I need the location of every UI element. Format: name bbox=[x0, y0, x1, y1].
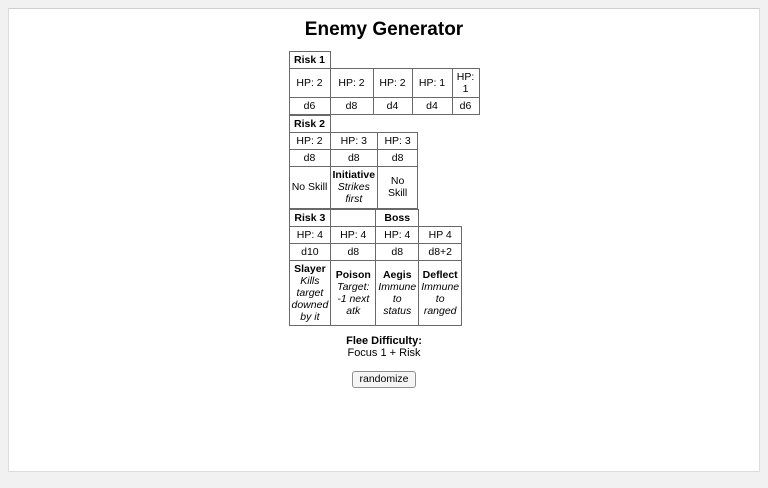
empty-cell bbox=[419, 209, 462, 226]
skill-name: Aegis bbox=[382, 268, 412, 281]
risk1-header-cell: Risk 1 bbox=[288, 50, 331, 69]
skill-cell: Deflect Immune to ranged bbox=[418, 259, 463, 327]
hp-cell: HP: 3 bbox=[329, 132, 379, 151]
flee-difficulty: Flee Difficulty: Focus 1 + Risk bbox=[289, 335, 480, 360]
risk2-die-row: d8 d8 d8 bbox=[288, 149, 419, 168]
empty-cell bbox=[330, 116, 378, 133]
hp-cell: HP: 2 bbox=[329, 67, 374, 99]
die-cell: d8 bbox=[330, 242, 377, 261]
skill-cell: Slayer Kills target downed by it bbox=[288, 259, 332, 327]
die-cell: d6 bbox=[451, 97, 480, 116]
die-cell: d10 bbox=[288, 242, 332, 261]
risk3-header-cell: Risk 3 bbox=[288, 208, 332, 227]
hp-cell: HP: 2 bbox=[288, 132, 331, 151]
hp-cell: HP: 3 bbox=[377, 132, 419, 151]
skill-description: Strikes first bbox=[337, 181, 370, 206]
boss-header-cell: Boss bbox=[375, 208, 420, 227]
page: Enemy Generator Risk 1 HP: 2 HP: 2 HP: 2… bbox=[8, 8, 760, 472]
generator-content: Risk 1 HP: 2 HP: 2 HP: 2 HP: 1 HP: 1 d6 … bbox=[288, 50, 480, 388]
die-cell: d8+2 bbox=[418, 242, 463, 261]
empty-cell bbox=[330, 51, 373, 68]
risk1-header-row: Risk 1 bbox=[288, 50, 479, 69]
skill-name: Slayer bbox=[294, 262, 326, 275]
button-row: randomize bbox=[289, 369, 480, 388]
skill-cell: Aegis Immune to status bbox=[375, 259, 420, 327]
skill-none-label: No Skill bbox=[387, 175, 408, 200]
empty-cell bbox=[330, 208, 377, 227]
empty-cell bbox=[378, 116, 418, 133]
empty-cell bbox=[373, 51, 412, 68]
hp-cell: HP 4 bbox=[418, 225, 463, 244]
die-cell: d8 bbox=[375, 242, 420, 261]
die-cell: d8 bbox=[329, 97, 374, 116]
risk1-die-row: d6 d8 d4 d4 d6 bbox=[288, 97, 480, 116]
skill-description: Kills target downed by it bbox=[291, 274, 329, 323]
risk3-table: Risk 3 Boss HP: 4 HP: 4 HP: 4 HP 4 d10 d… bbox=[288, 208, 463, 327]
die-cell: d8 bbox=[288, 149, 331, 168]
skill-none-label: No Skill bbox=[291, 181, 328, 194]
hp-cell: HP: 2 bbox=[372, 67, 413, 99]
flee-difficulty-label: Flee Difficulty: bbox=[346, 335, 422, 348]
skill-name: Deflect bbox=[422, 268, 458, 281]
randomize-button[interactable]: randomize bbox=[352, 370, 416, 388]
skill-description: Immune to status bbox=[378, 280, 417, 317]
page-title: Enemy Generator bbox=[304, 19, 464, 40]
risk1-hp-row: HP: 2 HP: 2 HP: 2 HP: 1 HP: 1 bbox=[288, 67, 480, 99]
die-cell: d4 bbox=[372, 97, 413, 116]
flee-difficulty-value: Focus 1 + Risk bbox=[347, 347, 421, 360]
risk3-header-row: Risk 3 Boss bbox=[288, 208, 462, 227]
risk3-hp-row: HP: 4 HP: 4 HP: 4 HP 4 bbox=[288, 225, 463, 244]
hp-cell: HP: 4 bbox=[288, 225, 332, 244]
hp-cell: HP: 1 bbox=[451, 67, 480, 99]
empty-cell bbox=[412, 51, 452, 68]
risk1-table: Risk 1 HP: 2 HP: 2 HP: 2 HP: 1 HP: 1 d6 … bbox=[288, 50, 480, 116]
hp-cell: HP: 1 bbox=[411, 67, 453, 99]
empty-cell bbox=[452, 51, 479, 68]
skill-cell: Poison Target: -1 next atk bbox=[330, 259, 377, 327]
skill-cell: No Skill bbox=[377, 166, 419, 209]
skill-cell: No Skill bbox=[288, 166, 331, 209]
risk2-hp-row: HP: 2 HP: 3 HP: 3 bbox=[288, 132, 419, 151]
skill-cell: Initiative Strikes first bbox=[329, 166, 379, 209]
die-cell: d4 bbox=[411, 97, 453, 116]
die-cell: d8 bbox=[329, 149, 379, 168]
risk2-table: Risk 2 HP: 2 HP: 3 HP: 3 d8 d8 d8 No Ski… bbox=[288, 115, 419, 209]
skill-description: Immune to ranged bbox=[421, 280, 460, 317]
risk2-skill-row: No Skill Initiative Strikes first No Ski… bbox=[288, 166, 419, 209]
risk3-skill-row: Slayer Kills target downed by it Poison … bbox=[288, 259, 463, 327]
risk2-header-row: Risk 2 bbox=[288, 115, 418, 134]
hp-cell: HP: 4 bbox=[330, 225, 377, 244]
skill-name: Initiative bbox=[332, 169, 376, 182]
risk3-die-row: d10 d8 d8 d8+2 bbox=[288, 242, 463, 261]
hp-cell: HP: 2 bbox=[288, 67, 331, 99]
skill-name: Poison bbox=[335, 268, 371, 281]
die-cell: d6 bbox=[288, 97, 331, 116]
skill-description: Target: -1 next atk bbox=[337, 280, 370, 317]
hp-cell: HP: 4 bbox=[375, 225, 420, 244]
die-cell: d8 bbox=[377, 149, 419, 168]
risk2-header-cell: Risk 2 bbox=[288, 115, 331, 134]
